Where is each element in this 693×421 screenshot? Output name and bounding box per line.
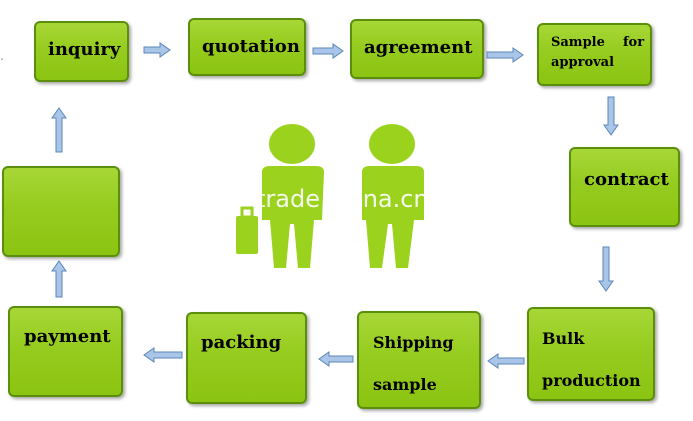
- step-payment: payment: [8, 306, 123, 397]
- step-packing-label: packing: [201, 332, 282, 353]
- business-people-icon: [236, 124, 424, 268]
- step-shipping-sample-line1: Shipping: [373, 333, 454, 352]
- arrow-down-icon: [598, 246, 614, 292]
- arrow-right-icon: [312, 43, 344, 59]
- step-agreement-label: agreement: [364, 37, 473, 58]
- step-shipping-sample: Shipping sample: [357, 311, 481, 409]
- arrow-up-icon: [51, 260, 67, 298]
- step-bulk-production: Bulk production: [527, 307, 655, 401]
- step-payment-label: payment: [24, 326, 111, 347]
- stray-mark: ˇ: [0, 58, 4, 67]
- arrow-left-icon: [487, 353, 525, 369]
- arrow-right-icon: [143, 42, 171, 58]
- arrow-up-icon: [51, 107, 67, 153]
- step-sample-for-approval-line1: Sample for: [551, 35, 645, 50]
- step-sample-for-approval: Sample for approval: [537, 23, 652, 86]
- step-sample-for-approval-line2: approval: [551, 55, 615, 70]
- step-bulk-production-line2: production: [542, 371, 641, 390]
- step-inquiry-label: inquiry: [48, 39, 121, 60]
- step-contract: contract: [569, 147, 680, 227]
- step-contract-label: contract: [584, 169, 669, 190]
- step-quotation-label: quotation: [202, 36, 300, 57]
- step-blank: [2, 166, 120, 257]
- arrow-down-icon: [603, 96, 619, 136]
- step-inquiry: inquiry: [34, 21, 129, 82]
- step-shipping-sample-line2: sample: [373, 375, 437, 394]
- watermark-text: trade.china.cn: [256, 185, 429, 213]
- step-bulk-production-line1: Bulk: [542, 329, 585, 348]
- step-quotation: quotation: [188, 18, 306, 76]
- arrow-left-icon: [143, 347, 183, 363]
- step-agreement: agreement: [350, 19, 484, 79]
- arrow-right-icon: [486, 47, 524, 63]
- arrow-left-icon: [318, 351, 354, 367]
- step-packing: packing: [186, 312, 307, 404]
